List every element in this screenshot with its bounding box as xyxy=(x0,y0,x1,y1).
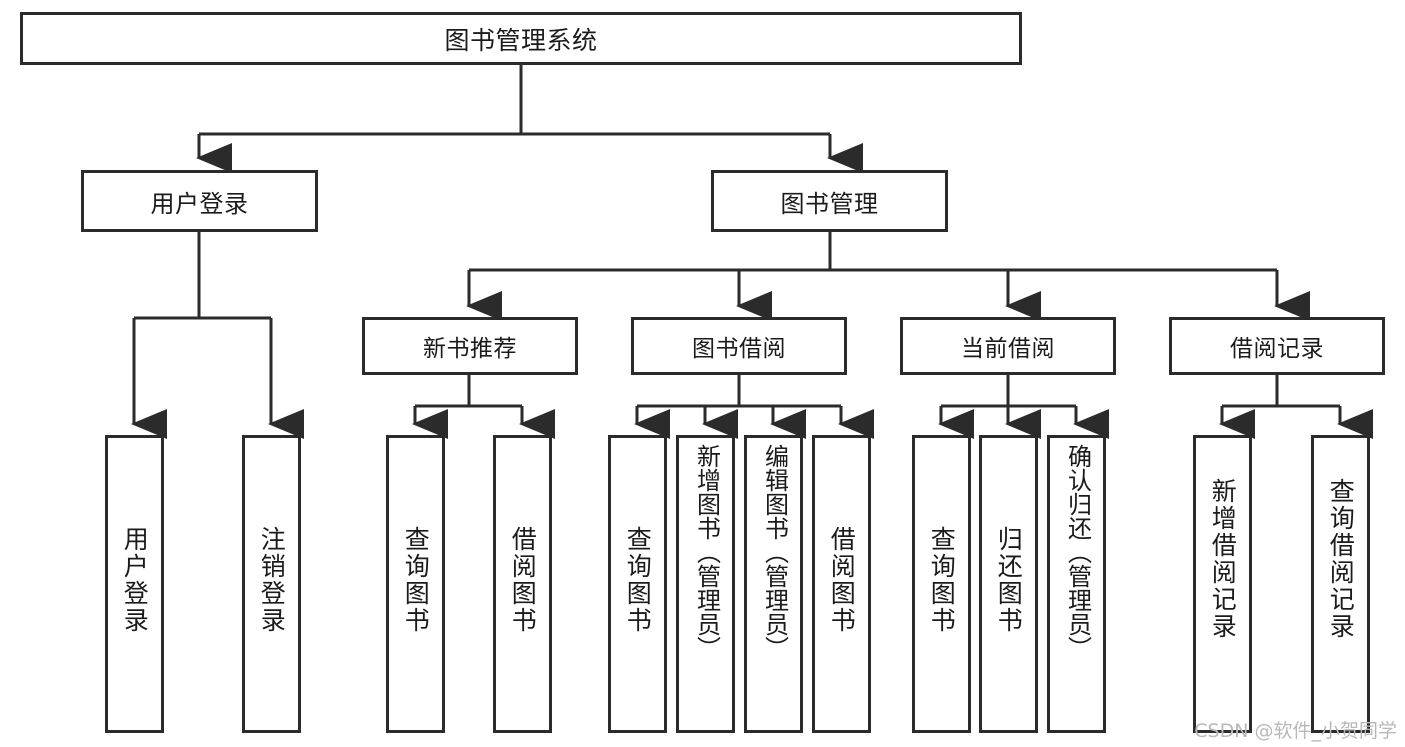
leaf-return-book-label: 归还图书 xyxy=(994,526,1024,634)
leaf-add-book[interactable]: 新增图书（管理员） xyxy=(676,435,735,733)
leaf-logout-label: 注销登录 xyxy=(257,526,287,634)
leaf-query-book-3-label: 查询图书 xyxy=(927,526,957,634)
node-root[interactable]: 图书管理系统 xyxy=(20,12,1022,65)
leaf-edit-book[interactable]: 编辑图书（管理员） xyxy=(744,435,803,733)
node-current-borrow-label: 当前借阅 xyxy=(961,336,1055,362)
node-current-borrow[interactable]: 当前借阅 xyxy=(900,317,1116,375)
leaf-confirm-return[interactable]: 确认归还（管理员） xyxy=(1047,435,1106,733)
node-user-login[interactable]: 用户登录 xyxy=(81,170,318,232)
leaf-logout[interactable]: 注销登录 xyxy=(242,435,301,733)
leaf-add-record-label: 新增借阅记录 xyxy=(1208,478,1238,640)
leaf-add-record[interactable]: 新增借阅记录 xyxy=(1193,435,1252,733)
csdn-watermark: CSDN @软件_小贺同学 xyxy=(1194,720,1397,742)
leaf-confirm-return-label: 确认归还（管理员） xyxy=(1063,444,1092,660)
leaf-query-record[interactable]: 查询借阅记录 xyxy=(1311,435,1370,733)
leaf-borrow-book-2[interactable]: 借阅图书 xyxy=(812,435,871,733)
leaf-query-book-1[interactable]: 查询图书 xyxy=(386,435,445,733)
leaf-borrow-book-1-label: 借阅图书 xyxy=(508,526,538,634)
leaf-edit-book-label: 编辑图书（管理员） xyxy=(760,444,789,660)
leaf-return-book[interactable]: 归还图书 xyxy=(979,435,1038,733)
leaf-query-book-1-label: 查询图书 xyxy=(401,526,431,634)
node-root-label: 图书管理系统 xyxy=(444,25,598,55)
node-new-book-recommend[interactable]: 新书推荐 xyxy=(362,317,578,375)
node-user-login-label: 用户登录 xyxy=(150,189,249,218)
leaf-borrow-book-1[interactable]: 借阅图书 xyxy=(493,435,552,733)
leaf-borrow-book-2-label: 借阅图书 xyxy=(827,526,857,634)
leaf-query-book-2[interactable]: 查询图书 xyxy=(608,435,667,733)
leaf-user-login-label: 用户登录 xyxy=(120,526,150,634)
node-book-management-label: 图书管理 xyxy=(780,189,879,218)
node-borrow-record[interactable]: 借阅记录 xyxy=(1169,317,1385,375)
leaf-query-book-2-label: 查询图书 xyxy=(623,526,653,634)
node-book-borrow-label: 图书借阅 xyxy=(692,336,786,362)
leaf-query-record-label: 查询借阅记录 xyxy=(1326,478,1356,640)
node-book-borrow[interactable]: 图书借阅 xyxy=(631,317,847,375)
leaf-query-book-3[interactable]: 查询图书 xyxy=(912,435,971,733)
leaf-user-login[interactable]: 用户登录 xyxy=(105,435,164,733)
node-borrow-record-label: 借阅记录 xyxy=(1230,336,1324,362)
leaf-add-book-label: 新增图书（管理员） xyxy=(692,444,721,660)
node-new-book-recommend-label: 新书推荐 xyxy=(423,336,517,362)
node-book-management[interactable]: 图书管理 xyxy=(711,170,948,232)
